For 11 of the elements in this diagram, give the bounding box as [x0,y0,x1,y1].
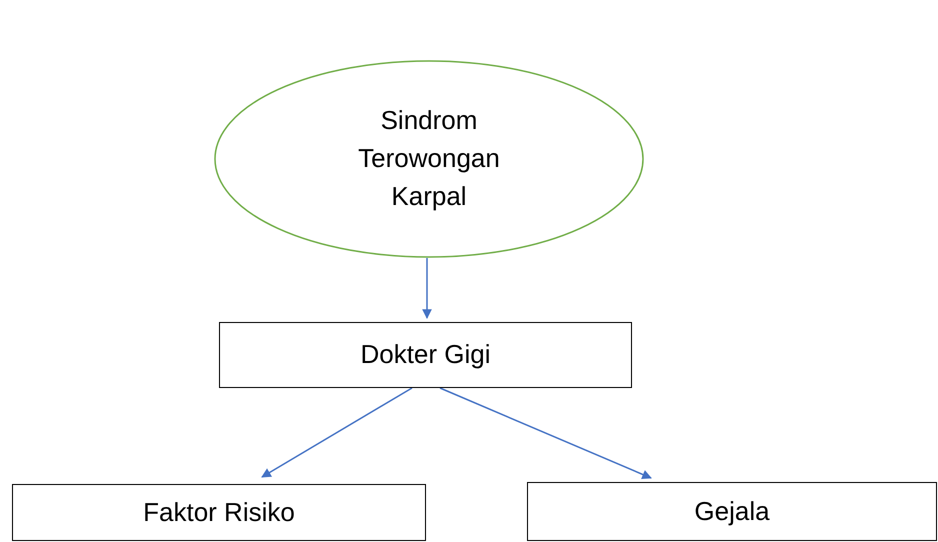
node-label: Sindrom Terowongan Karpal [357,104,501,213]
node-label: Dokter Gigi [360,338,491,372]
ellipse-node [214,60,644,258]
process-box [527,482,937,541]
process-box [219,322,632,388]
arrow [440,387,652,480]
node-label: Gejala [694,494,770,528]
arrow [261,387,412,478]
process-box [12,484,426,541]
node-label: Faktor Risiko [143,496,295,529]
arrow [422,258,432,319]
